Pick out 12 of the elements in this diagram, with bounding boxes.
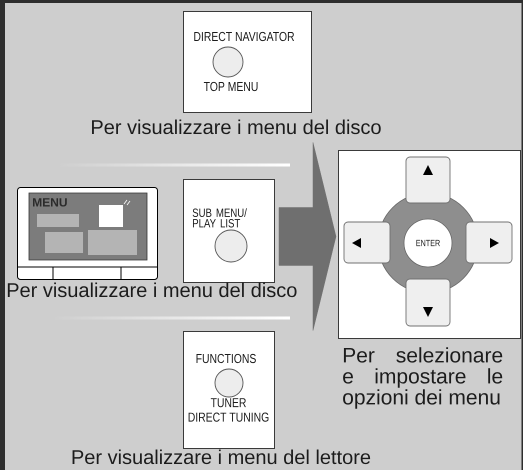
button-label: SUB MENU/ PLAY LIST: [192, 208, 247, 228]
description-label: Per visualizzare i menu del lettore: [72, 450, 370, 464]
button-label: DIRECT NAVIGATOR: [194, 32, 294, 42]
button-label: FUNCTIONS: [196, 354, 256, 364]
button-label: TOP MENU: [204, 82, 258, 92]
description-label: Per visualizzare i menu del disco: [92, 120, 381, 134]
block-arrow: [278, 142, 336, 331]
description-label: Per selezionare e impostare le opzioni dei menu: [343, 347, 502, 409]
menu-title: MENU: [33, 198, 67, 207]
enter-button: ENTER: [404, 218, 452, 268]
description-label: Per visualizzare i menu del disco: [8, 282, 297, 298]
button-label: TUNER DIRECT TUNING: [188, 398, 268, 422]
